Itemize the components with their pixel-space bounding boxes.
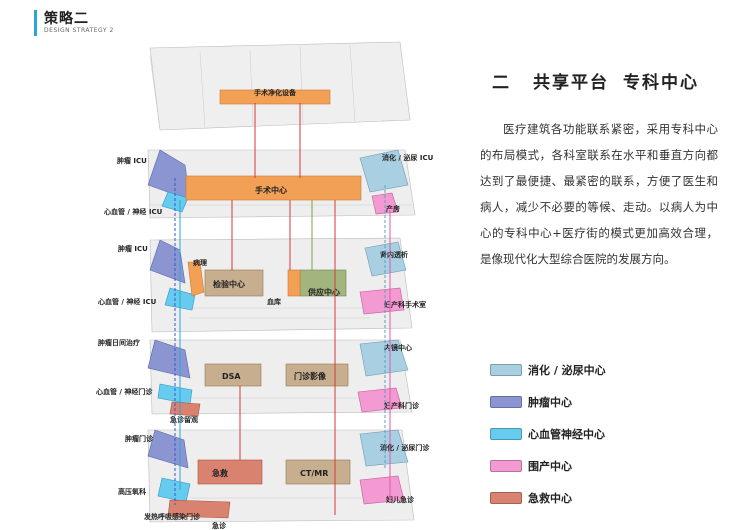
cardio-icu-block [161,191,189,213]
ob-clinic-block [357,387,403,413]
tumor-clinic-label: 肿瘤门诊 [124,434,154,443]
legend-label: 心血管神经中心 [528,428,605,441]
legend-label: 围产中心 [528,460,572,473]
emergency-block [197,459,263,485]
tumor-icu-2-block [149,239,186,284]
vertical-connections [174,103,391,515]
surgery-center-block [185,175,362,201]
endoscopy-label: 内镜中心 [384,343,412,352]
blood-bank-label: 血库 [267,297,281,306]
tumor-icu-label: 肿瘤 ICU [116,156,147,165]
legend-item: 围产中心 [490,456,606,476]
digestive-icu-label: 消化 / 泌尿 ICU [382,153,434,162]
pediatric-er-label: 妇儿急诊 [385,495,415,504]
legend-item: 心血管神经中心 [490,424,606,444]
outpatient-imaging-block [285,363,349,387]
lab-center-block [204,269,264,297]
pediatric-er-block [359,475,405,505]
tumor-clinic-block [147,429,189,469]
ob-clinic-label: 妇产科门诊 [383,401,420,410]
dsa-block [204,363,262,387]
legend-label: 消化 / 泌尿中心 [528,364,606,377]
digestive-icu-block [359,149,409,193]
surgery-equipment-label: 手术净化设备 [254,88,297,97]
supply-side-block [287,269,301,297]
cardio-clinic-label: 心血管 / 神经门诊 [96,387,153,396]
cardio-icu-2-label: 心血管 / 神经 ICU [98,297,157,306]
heading-part1: 共享平台 [533,73,609,93]
floor-5: 手术中心 肿瘤 ICU 心血管 / 神经 ICU 消化 / 泌尿 ICU 产房 [104,149,434,219]
dialysis-label: 肾内透析 [380,250,408,259]
ob-surgery-block [359,287,405,315]
lab-center-label: 检验中心 [213,279,245,289]
floor-3: DSA 门诊影像 肿瘤日间治疗 心血管 / 神经门诊 急诊留观 内镜中心 妇产科… [96,338,420,424]
delivery-room-block [371,192,399,215]
legend: 消化 / 泌尿中心肿瘤中心心血管神经中心围产中心急救中心 [490,360,606,520]
fever-clinic-label: 发热呼吸感染门诊 [143,512,201,521]
legend-swatch [490,492,522,504]
er-entrance-label: 急诊 [212,521,227,530]
er-observation-block [169,401,201,417]
fever-clinic-block [167,499,231,519]
legend-swatch [490,396,522,408]
legend-item: 急救中心 [490,488,606,508]
section-heading: 二 共享平台专科中心 [492,68,699,93]
pathology-label: 病理 [193,258,207,267]
pathology-block [187,261,205,297]
floor-4: 检验中心 供应中心 病理 血库 肿瘤 ICU 心血管 / 神经 ICU 肾内透析… [98,237,426,333]
ct-mr-label: CT/MR [300,469,328,478]
legend-swatch [490,460,522,472]
supply-center-label: 供应中心 [307,287,340,297]
stacked-floor-diagram: 手术净化设备 手术中心 肿瘤 ICU 心血管 / 神经 ICU 消化 / 泌尿 … [96,41,434,530]
surgery-equipment-block [219,89,331,105]
cardio-icu-label: 心血管 / 神经 ICU [104,207,163,216]
tumor-icu-2-label: 肿瘤 ICU [117,244,148,253]
ob-surgery-label: 妇产科手术室 [383,300,426,309]
legend-swatch [490,364,522,376]
emergency-label: 急救 [212,468,228,478]
section-number: 二 [492,73,511,93]
legend-swatch [490,428,522,440]
supply-center-block [299,269,347,297]
legend-item: 肿瘤中心 [490,392,606,412]
legend-label: 肿瘤中心 [528,396,572,409]
legend-item: 消化 / 泌尿中心 [490,360,606,380]
legend-label: 急救中心 [528,492,572,505]
page-title: 策略二 [44,11,89,27]
floor-6: 手术净化设备 [149,41,411,131]
tumor-daycare-label: 肿瘤日间治疗 [97,338,140,347]
surgery-center-label: 手术中心 [255,185,287,195]
description-text: 医疗建筑各功能联系紧密，采用专科中心的布局模式，各科室联系在水平和垂直方向都达到… [480,122,718,266]
ct-mr-block [285,459,351,485]
outpatient-imaging-label: 门诊影像 [294,371,327,381]
heading-part2: 专科中心 [623,73,699,93]
digestive-clinic-label: 消化 / 泌尿门诊 [380,443,430,452]
hyperbaric-label: 高压氧科 [118,487,146,496]
er-observation-label: 急诊留观 [170,415,198,424]
page-subtitle: DESIGN STRATEGY 2 [44,27,114,34]
header-accent-bar [34,10,37,36]
delivery-room-label: 产房 [386,204,400,213]
dialysis-block [364,241,407,277]
dsa-label: DSA [222,372,241,381]
floor-2: 急救 CT/MR 肿瘤门诊 高压氧科 发热呼吸感染门诊 急诊 消化 / 泌尿门诊… [118,429,430,530]
